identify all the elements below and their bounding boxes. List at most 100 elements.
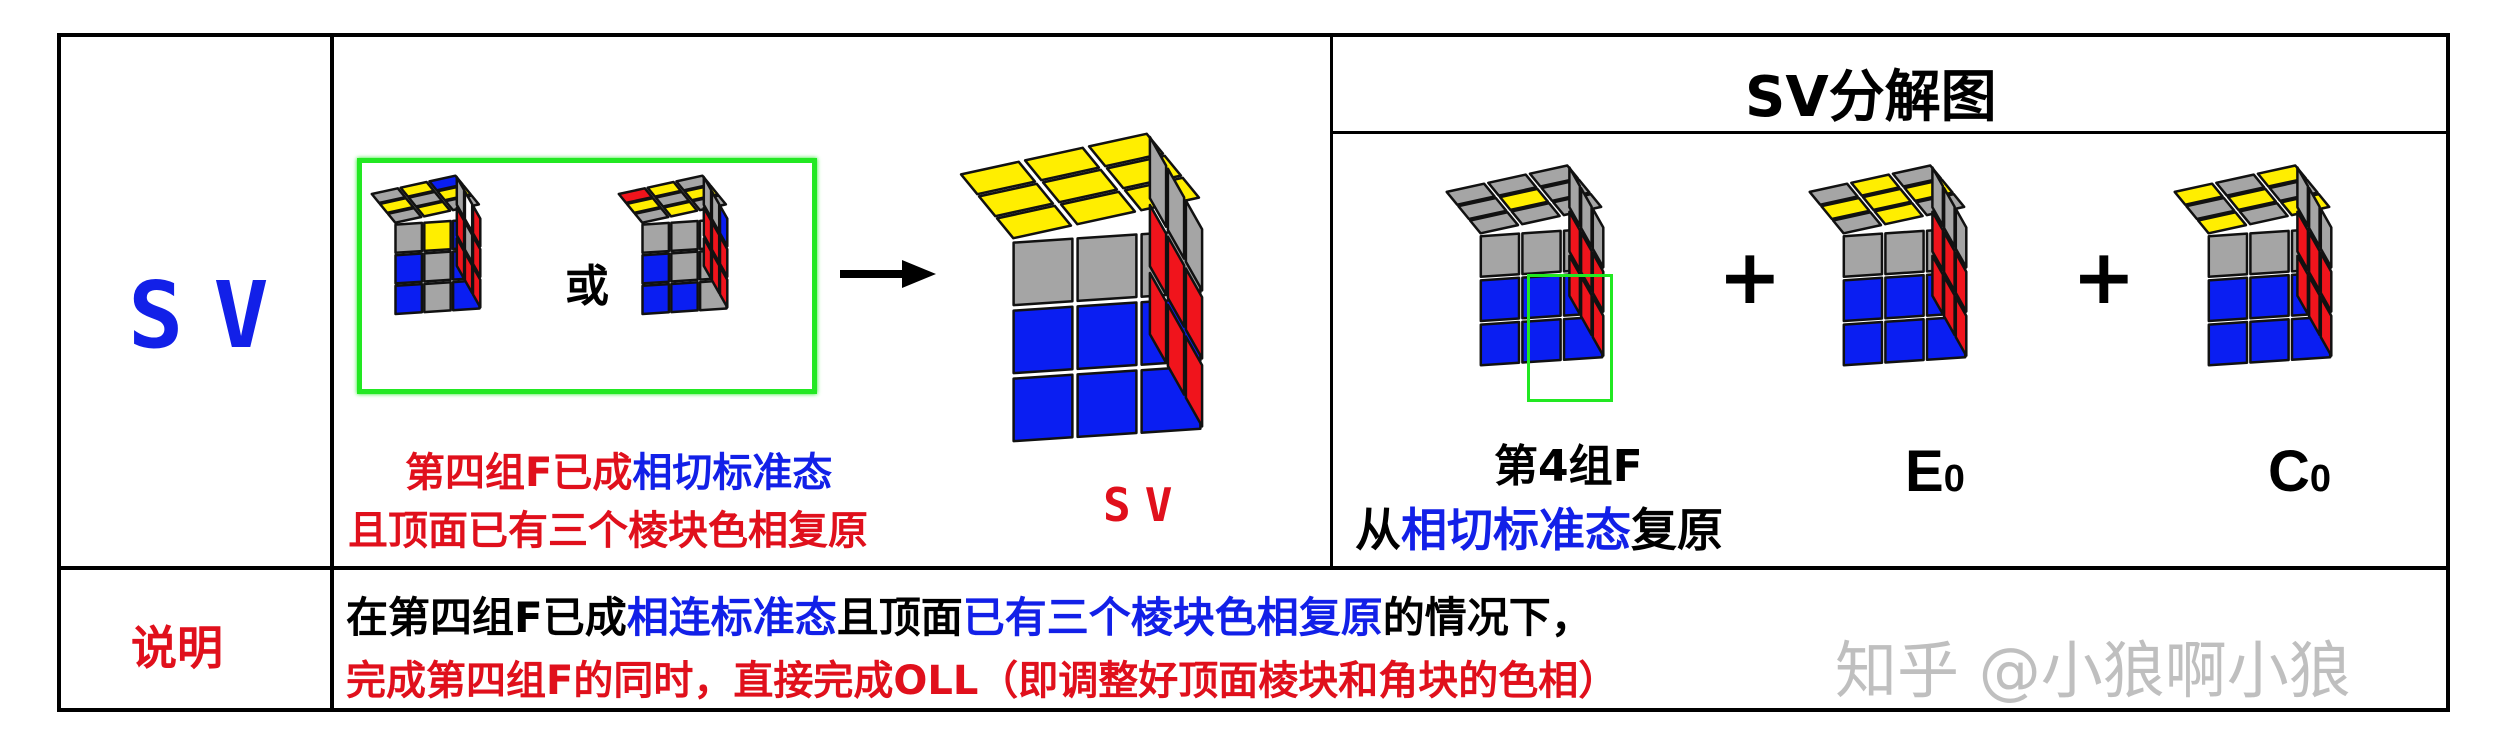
sticker-top <box>1861 187 1913 212</box>
decomp-item1-sub: 从相切标准态复原 <box>1355 494 1723 560</box>
sticker-front <box>670 219 699 253</box>
decomp-header: SV分解图 <box>1745 65 1997 130</box>
case-caption-part-b: 相切标准态 <box>632 450 833 496</box>
sticker-right <box>471 204 482 248</box>
case-caption-line2: 且顶面已有三个棱块色相复原 <box>348 508 868 554</box>
explain-line1-b: 相连标准态 <box>626 593 837 642</box>
sticker-front <box>641 252 671 285</box>
sticker-right <box>455 175 466 219</box>
sticker-top <box>1528 164 1580 188</box>
sticker-right <box>1568 210 1582 272</box>
sticker-top <box>1808 182 1859 206</box>
sticker-front <box>641 282 671 316</box>
sticker-right <box>710 190 721 234</box>
sticker-right <box>1942 275 1956 337</box>
result-label: SV <box>1103 478 1187 532</box>
sticker-front <box>423 280 452 314</box>
sticker-right <box>463 220 474 264</box>
sticker-right <box>1591 251 1605 313</box>
slot-highlight-frame <box>1527 274 1613 402</box>
explain-line1-d: 已有三个棱块色相复原 <box>962 593 1383 642</box>
sticker-top <box>1041 168 1119 204</box>
sticker-right <box>710 251 721 295</box>
sticker-top <box>2196 211 2248 235</box>
sticker-right <box>1184 267 1204 360</box>
sticker-right <box>1931 210 1945 272</box>
sticker-right <box>702 206 713 250</box>
sticker-front <box>670 250 699 283</box>
sticker-top <box>662 200 699 218</box>
sticker-front <box>1012 237 1074 307</box>
sticker-right <box>1954 251 1968 313</box>
sticker-right <box>1579 186 1593 248</box>
sticker-right <box>702 175 713 219</box>
sticker-right <box>1184 335 1204 428</box>
sticker-right <box>2296 254 2310 316</box>
case-caption-line1: 第四组F已成相切标准态 <box>405 440 832 498</box>
sticker-top <box>386 206 423 224</box>
sticker-top <box>2185 196 2236 221</box>
explain-line1: 在第四组F已成相连标准态且顶面已有三个棱块色相复原的情况下， <box>346 584 1593 645</box>
sticker-right <box>1954 207 1968 269</box>
sticker-right <box>718 265 729 309</box>
sticker-right <box>1591 207 1605 269</box>
case-highlight-frame <box>357 158 817 394</box>
sticker-right <box>718 204 729 248</box>
sticker-right <box>1931 166 1945 228</box>
sticker-front <box>1884 273 1925 320</box>
sticker-front <box>2249 273 2290 320</box>
column-divider <box>330 33 334 712</box>
sticker-right <box>2319 207 2333 269</box>
explain-line2: 完成第四组F的同时，直接完成OLL（即调整好顶面棱块和角块的色相） <box>346 658 1619 704</box>
sticker-front <box>2207 276 2249 323</box>
sticker-front <box>641 221 671 255</box>
table-border-bottom <box>57 708 2450 712</box>
sticker-top <box>1850 173 1901 197</box>
sticker-front <box>2249 229 2290 276</box>
sticker-top <box>1873 201 1924 226</box>
sticker-right <box>1148 135 1168 229</box>
sticker-right <box>2307 186 2321 248</box>
table-border-top <box>57 33 2450 37</box>
sticker-right <box>1166 235 1186 328</box>
sticker-right <box>455 237 466 281</box>
sticker-front <box>1012 373 1074 443</box>
sticker-front <box>670 280 699 314</box>
explain-line1-a: 在第四组F已成 <box>346 593 627 642</box>
sticker-front <box>1479 232 1521 279</box>
sticker-right <box>1942 231 1956 293</box>
sticker-top <box>1445 182 1496 206</box>
sticker-top <box>1831 211 1883 235</box>
sticker-right <box>702 237 713 281</box>
sticker-right <box>1166 167 1186 260</box>
sticker-top <box>995 204 1073 240</box>
decomp-item3-label: C0 <box>2268 438 2331 505</box>
sticker-top <box>415 200 452 218</box>
sticker-right <box>463 190 474 234</box>
sticker-right <box>2307 231 2321 293</box>
plus-sign-1: + <box>1718 232 1782 321</box>
row-title: SV <box>128 262 299 369</box>
sticker-top <box>1087 132 1165 168</box>
sticker-right <box>1931 254 1945 316</box>
sticker-top <box>2215 173 2266 197</box>
decomp-item2-sub: 0 <box>1943 458 1965 500</box>
sticker-top <box>2226 187 2278 212</box>
sticker-front <box>1842 320 1884 367</box>
sticker-top <box>977 182 1055 218</box>
sticker-front <box>1884 318 1925 364</box>
sticker-right <box>1148 271 1168 365</box>
sticker-top <box>1457 196 1508 221</box>
sticker-right <box>455 206 466 250</box>
decomp-item1-sub-b: 相切标准态 <box>1401 503 1631 557</box>
decomp-header-divider <box>1330 131 2450 134</box>
table-border-left <box>57 33 61 712</box>
sticker-right <box>1954 296 1968 357</box>
sticker-right <box>1568 166 1582 228</box>
sticker-front <box>423 250 452 283</box>
sticker-front <box>394 252 424 285</box>
decomp-item1-label: 第4组F <box>1494 441 1643 492</box>
